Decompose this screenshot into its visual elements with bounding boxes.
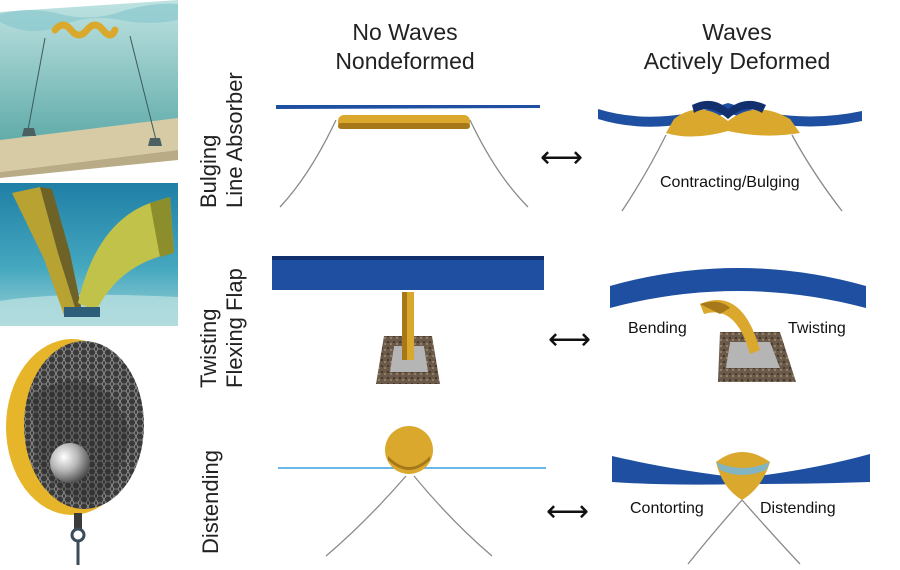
annotation-distending: Distending [760,500,836,517]
row-label-line1: Distending [198,450,223,554]
bidirectional-arrow: ⟷ [546,495,590,528]
bulging-absorber-illustration [0,0,178,178]
row-label-distending: Distending [198,450,224,554]
annotation-twisting: Twisting [788,320,846,337]
annotation-contracting-bulging: Contracting/Bulging [660,174,800,191]
column-header-line2: Nondeformed [335,48,475,74]
flap-deformed-diagram [610,268,866,382]
annotation-contorting: Contorting [630,500,704,517]
column-header-waves: Waves Actively Deformed [618,18,856,76]
flap-nondeformed-diagram [272,256,544,384]
bulging-nondeformed-diagram [276,105,540,208]
distending-nondeformed-diagram [278,426,546,557]
bulging-deformed-diagram [598,100,862,212]
row-label-twisting: Twisting Flexing Flap [196,268,248,388]
column-header-line1: Waves [702,19,772,45]
distending-deformed-diagram [612,452,870,565]
column-header-line1: No Waves [352,19,458,45]
column-header-line2: Actively Deformed [643,48,831,74]
distending-buoy-illustration [0,335,178,570]
flexing-flap-illustration [0,183,178,326]
row-label-line2: Line Absorber [222,72,247,208]
bidirectional-arrow: ⟷ [548,323,592,356]
bidirectional-arrow: ⟷ [540,141,584,174]
row-label-line2: Flexing Flap [222,268,247,388]
row-label-line1: Bulging [196,134,221,208]
column-header-no-waves: No Waves Nondeformed [300,18,510,76]
annotation-bending: Bending [628,320,687,337]
row-label-line1: Twisting [196,308,221,388]
row-label-bulging: Bulging Line Absorber [196,72,248,208]
